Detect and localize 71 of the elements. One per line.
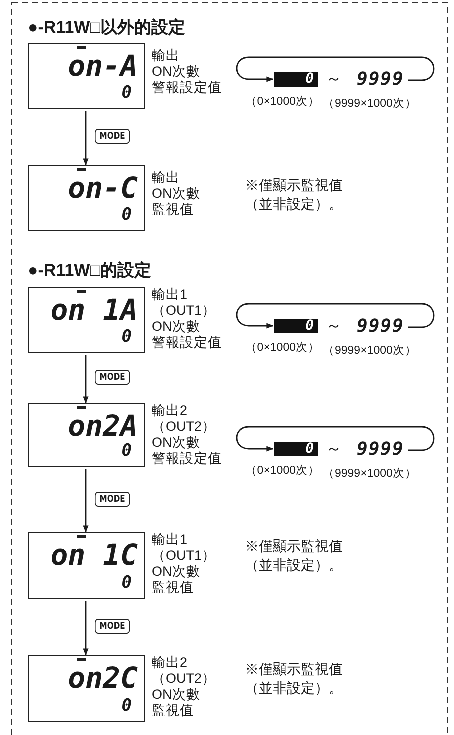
lcd-display	[28, 403, 145, 467]
section-heading: ●-R11W□的設定	[28, 260, 152, 282]
unit-caption: （0×1000次）	[245, 341, 320, 356]
section-heading: ●-R11W□以外的設定	[28, 17, 186, 39]
key-label: MODE	[95, 619, 130, 634]
arrow	[83, 469, 89, 533]
lcd-display	[28, 43, 145, 109]
display-reading: on 1A	[50, 296, 138, 325]
description-text: ON次數	[152, 319, 200, 335]
description-text: （OUT2）	[152, 671, 216, 687]
display-value: 0	[122, 207, 132, 224]
note-text: ※僅顯示監視值（並非設定）。	[245, 537, 344, 575]
description-text: 輸出	[152, 48, 180, 64]
description-text: 輸出1	[152, 287, 188, 303]
description-text: 監視值	[152, 202, 194, 218]
display-value: 0	[122, 443, 132, 460]
unit-caption: （0×1000次）	[245, 464, 320, 479]
description-text: 輸出2	[152, 403, 188, 419]
value-text: 9999	[355, 70, 405, 89]
description-text: 輸出2	[152, 655, 188, 671]
lcd-display	[28, 655, 145, 722]
tilde-sign: ～	[326, 317, 342, 336]
arrow	[83, 111, 89, 166]
arrow	[83, 355, 89, 404]
tilde-sign: ～	[326, 440, 342, 459]
description-text: （OUT1）	[152, 303, 216, 319]
lcd-display	[28, 532, 145, 599]
unit-caption: （9999×1000次）	[323, 344, 417, 359]
display-reading: on-C	[68, 174, 138, 203]
description-text: 警報設定值	[152, 80, 222, 96]
display-value: 0	[122, 698, 132, 715]
value-text: 9999	[355, 440, 405, 459]
key-label: MODE	[95, 370, 130, 385]
loop-arrow	[236, 426, 435, 452]
display-value: 0	[122, 85, 132, 102]
description-text: ON次數	[152, 564, 200, 580]
display-reading: on2C	[68, 664, 138, 693]
description-text: 警報設定值	[152, 451, 222, 467]
description-text: 監視值	[152, 580, 194, 596]
highlighted-value: 0	[274, 442, 318, 456]
display-reading: on-A	[68, 52, 138, 81]
display-value: 0	[122, 329, 132, 346]
key-label: MODE	[95, 129, 130, 144]
description-text: （OUT1）	[152, 548, 216, 564]
lcd-display	[28, 287, 145, 353]
value-text: 9999	[355, 317, 405, 336]
note-text: ※僅顯示監視值（並非設定）。	[245, 660, 344, 698]
description-text: 警報設定值	[152, 335, 222, 351]
tilde-sign: ～	[326, 70, 342, 89]
key-label: MODE	[95, 492, 130, 506]
unit-caption: （0×1000次）	[245, 95, 320, 110]
display-reading: on2A	[68, 412, 138, 441]
highlighted-value: 0	[274, 72, 318, 87]
display-value: 0	[122, 575, 132, 592]
description-text: 輸出1	[152, 532, 188, 548]
description-text: 監視值	[152, 703, 194, 719]
note-text: ※僅顯示監視值（並非設定）。	[245, 176, 344, 214]
loop-arrow	[236, 303, 435, 329]
description-text: （OUT2）	[152, 419, 216, 435]
description-text: 輸出	[152, 170, 180, 186]
unit-caption: （9999×1000次）	[323, 97, 417, 112]
highlighted-value: 0	[274, 319, 318, 333]
loop-arrow	[236, 56, 435, 82]
description-text: ON次數	[152, 64, 200, 80]
display-reading: on 1C	[50, 541, 138, 570]
description-text: ON次數	[152, 186, 200, 202]
arrow	[83, 601, 89, 656]
description-text: ON次數	[152, 687, 200, 703]
lcd-display	[28, 165, 145, 231]
description-text: ON次數	[152, 435, 200, 451]
unit-caption: （9999×1000次）	[323, 467, 417, 482]
